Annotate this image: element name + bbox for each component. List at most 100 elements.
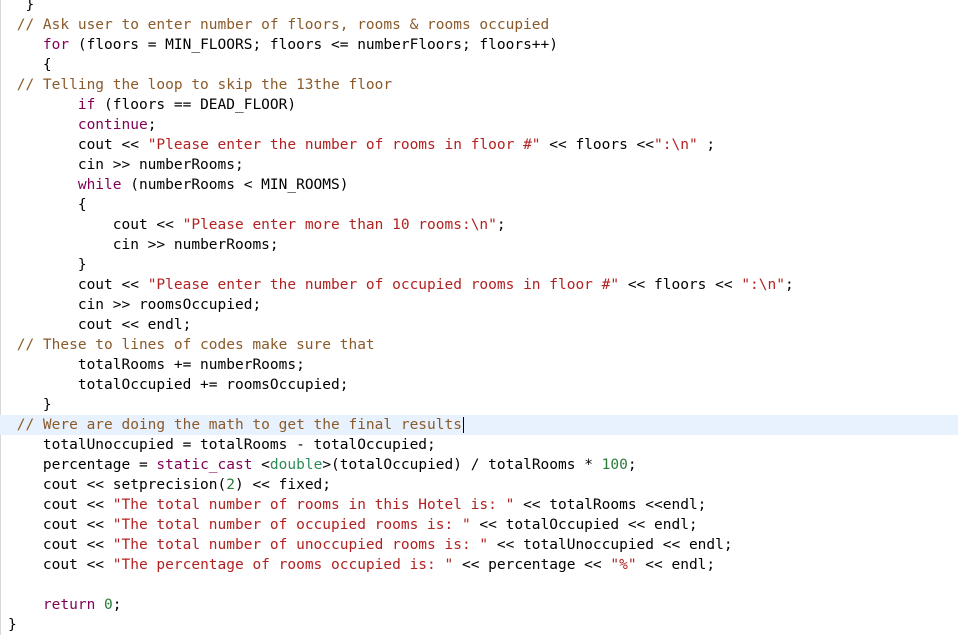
code-line[interactable]: }: [0, 615, 958, 635]
code-string: "The total number of rooms in this Hotel…: [112, 497, 515, 513]
code-line[interactable]: cin >> numberRooms;: [0, 155, 958, 175]
code-token: cout <<: [42, 517, 113, 533]
code-line[interactable]: }: [0, 255, 958, 275]
code-line[interactable]: // Telling the loop to skip the 13the fl…: [0, 75, 958, 95]
code-line[interactable]: {: [0, 55, 958, 75]
code-token: }: [25, 0, 35, 13]
code-line[interactable]: }: [0, 0, 958, 15]
code-line[interactable]: totalUnoccupied = totalRooms - totalOccu…: [0, 435, 958, 455]
code-line[interactable]: cout << "The total number of unoccupied …: [0, 535, 958, 555]
code-token: cout <<: [42, 557, 113, 573]
code-comment: // These to lines of codes make sure tha…: [8, 337, 375, 353]
code-token: totalRooms += numberRooms;: [77, 357, 305, 373]
code-comment: // Were are doing the math to get the fi…: [8, 417, 462, 433]
code-line[interactable]: {: [0, 195, 958, 215]
code-indent: [8, 497, 43, 513]
code-line[interactable]: for (floors = MIN_FLOORS; floors <= numb…: [0, 35, 958, 55]
code-indent: [8, 457, 43, 473]
code-line[interactable]: totalRooms += numberRooms;: [0, 355, 958, 375]
code-keyword: continue: [77, 117, 148, 133]
code-token: ;: [147, 117, 157, 133]
code-token: (floors == DEAD_FLOOR): [95, 97, 297, 113]
code-line[interactable]: cout << "Please enter more than 10 rooms…: [0, 215, 958, 235]
code-line[interactable]: cout << "The total number of rooms in th…: [0, 495, 958, 515]
code-string: "Please enter the number of rooms in flo…: [147, 137, 541, 153]
code-token: }: [8, 617, 17, 633]
code-line[interactable]: percentage = static_cast <double>(totalO…: [0, 455, 958, 475]
code-indent: [8, 597, 43, 613]
code-indent: [8, 397, 43, 413]
code-line[interactable]: cin >> numberRooms;: [0, 235, 958, 255]
code-token: }: [42, 397, 52, 413]
code-indent: [8, 257, 78, 273]
code-comment: // Ask user to enter number of floors, r…: [8, 17, 550, 33]
code-token: << totalUnoccupied << endl;: [488, 537, 733, 553]
code-keyword: for: [42, 37, 70, 53]
code-token: cin >> numberRooms;: [112, 237, 279, 253]
code-line[interactable]: cout << "The total number of occupied ro…: [0, 515, 958, 535]
code-token: cout << setprecision(: [42, 477, 227, 493]
code-indent: [8, 357, 78, 373]
code-line[interactable]: cout << "Please enter the number of occu…: [0, 275, 958, 295]
code-keyword: while: [77, 177, 122, 193]
code-string: "The total number of occupied rooms is: …: [112, 517, 471, 533]
code-line[interactable]: if (floors == DEAD_FLOOR): [0, 95, 958, 115]
code-indent: [8, 277, 78, 293]
code-token: ;: [627, 457, 637, 473]
code-token: cout << endl;: [77, 317, 192, 333]
code-string: "Please enter the number of occupied roo…: [147, 277, 620, 293]
code-indent: [8, 37, 43, 53]
code-token: totalUnoccupied = totalRooms - totalOccu…: [42, 437, 436, 453]
code-token: << totalRooms <<endl;: [514, 497, 707, 513]
code-line[interactable]: continue;: [0, 115, 958, 135]
code-line[interactable]: // These to lines of codes make sure tha…: [0, 335, 958, 355]
code-token: }: [77, 257, 87, 273]
code-token: << endl;: [636, 557, 716, 573]
code-token: ;: [784, 277, 794, 293]
code-token: ;: [112, 597, 122, 613]
code-line[interactable]: [0, 575, 958, 595]
code-line[interactable]: cin >> roomsOccupied;: [0, 295, 958, 315]
code-indent: [8, 537, 43, 553]
code-line[interactable]: return 0;: [0, 595, 958, 615]
code-string: "Please enter more than 10 rooms:\n": [182, 217, 497, 233]
code-token: << totalOccupied << endl;: [470, 517, 698, 533]
code-line[interactable]: }: [0, 395, 958, 415]
code-keyword: if: [77, 97, 96, 113]
code-keyword: return: [42, 597, 96, 613]
code-token: {: [42, 57, 52, 73]
code-line[interactable]: // Ask user to enter number of floors, r…: [0, 15, 958, 35]
code-token: 2: [226, 477, 235, 493]
code-token: << floors <<: [540, 137, 655, 153]
code-line[interactable]: totalOccupied += roomsOccupied;: [0, 375, 958, 395]
code-token: 0: [104, 597, 113, 613]
code-line[interactable]: cout << endl;: [0, 315, 958, 335]
code-line[interactable]: cout << "The percentage of rooms occupie…: [0, 555, 958, 575]
code-line[interactable]: // Were are doing the math to get the fi…: [0, 415, 958, 435]
code-token: cin >> numberRooms;: [77, 157, 244, 173]
code-comment: // Telling the loop to skip the 13the fl…: [8, 77, 393, 93]
code-token: cout <<: [77, 277, 148, 293]
code-token: (floors = MIN_FLOORS; floors <= numberFl…: [69, 37, 558, 53]
code-indent: [8, 97, 78, 113]
code-line[interactable]: cout << setprecision(2) << fixed;: [0, 475, 958, 495]
code-line[interactable]: cout << "Please enter the number of room…: [0, 135, 958, 155]
code-token: >(totalOccupied) / totalRooms *: [322, 457, 602, 473]
code-indent: [8, 297, 78, 313]
code-token: <: [252, 457, 270, 473]
code-indent: [8, 237, 113, 253]
code-token: << floors <<: [619, 277, 742, 293]
code-token: << percentage <<: [453, 557, 611, 573]
code-indent: [8, 377, 78, 393]
code-indent: [8, 197, 78, 213]
code-token: percentage =: [42, 457, 157, 473]
code-indent: [8, 57, 43, 73]
code-indent: [8, 517, 43, 533]
code-indent: [8, 0, 25, 13]
code-token: cout <<: [42, 537, 113, 553]
code-token: cout <<: [77, 137, 148, 153]
editor-gutter-line: [0, 0, 1, 635]
code-line[interactable]: while (numberRooms < MIN_ROOMS): [0, 175, 958, 195]
code-token: {: [77, 197, 87, 213]
